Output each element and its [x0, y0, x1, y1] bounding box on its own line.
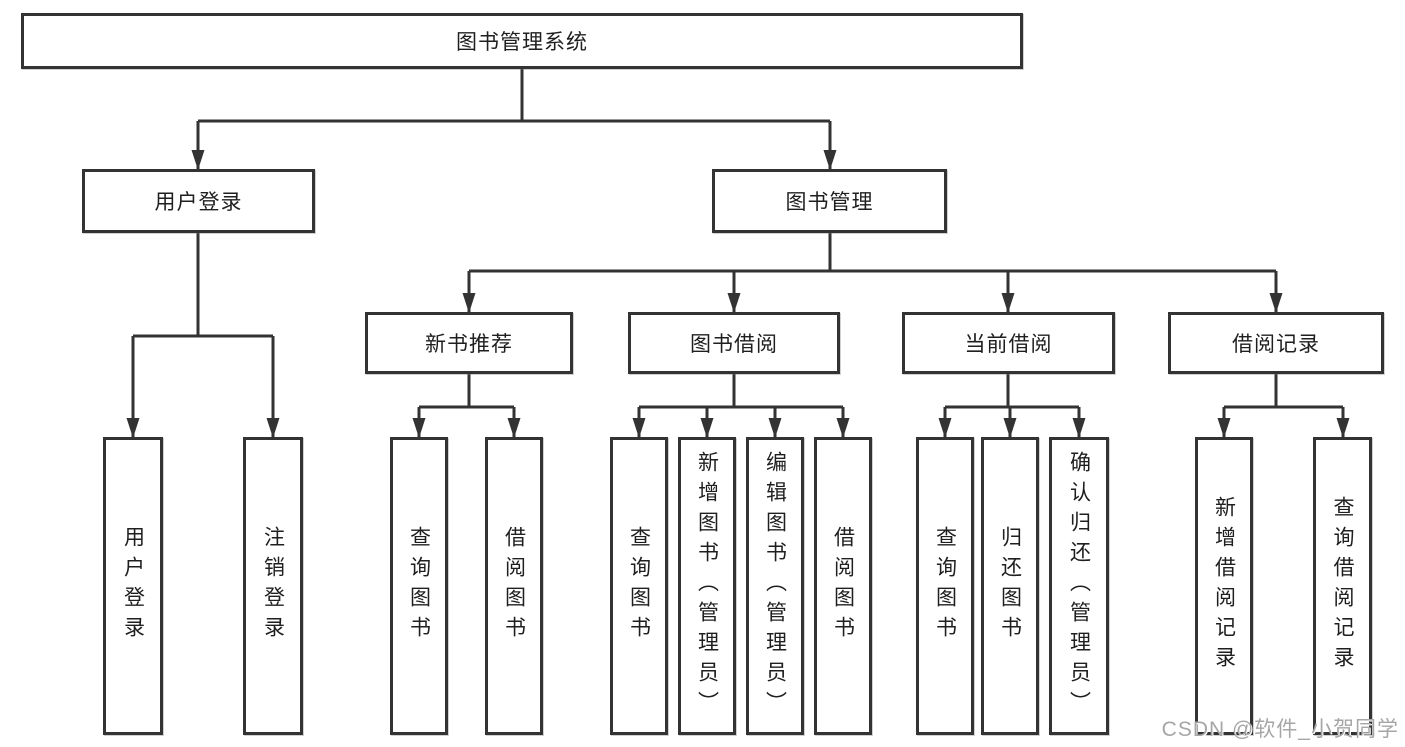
node-label: 查询图书 — [627, 526, 651, 646]
node-label: 用户登录 — [154, 191, 243, 214]
leaf-logout: 注销登录 — [243, 437, 303, 735]
node-label: 借阅图书 — [502, 526, 526, 646]
leaf-edit-books-admin: 编辑图书（管理员） — [746, 437, 804, 735]
node-new-book-recommendation: 新书推荐 — [365, 312, 573, 374]
node-label: 借阅记录 — [1232, 333, 1320, 356]
leaf-add-borrowing-record: 新增借阅记录 — [1195, 437, 1253, 735]
node-book-management-branch: 图书管理 — [712, 169, 947, 233]
node-label: 确认归还（管理员） — [1067, 451, 1091, 721]
node-label: 注销登录 — [261, 526, 285, 646]
node-label: 查询借阅记录 — [1331, 496, 1354, 676]
node-label: 用户登录 — [121, 526, 145, 646]
node-label: 编辑图书（管理员） — [763, 451, 787, 721]
node-label: 查询图书 — [933, 526, 957, 646]
leaf-query-borrowing-record: 查询借阅记录 — [1313, 437, 1372, 735]
leaf-confirm-return-admin: 确认归还（管理员） — [1049, 437, 1109, 735]
leaf-query-books-current: 查询图书 — [916, 437, 974, 735]
node-label: 当前借阅 — [964, 333, 1053, 356]
node-label: 借阅图书 — [831, 526, 855, 646]
node-label: 归还图书 — [998, 526, 1022, 646]
leaf-borrow-books-recommendation: 借阅图书 — [485, 437, 543, 735]
node-label: 图书借阅 — [690, 333, 778, 356]
node-system-root: 图书管理系统 — [21, 13, 1023, 69]
node-label: 新增图书（管理员） — [695, 451, 719, 721]
node-book-borrowing: 图书借阅 — [628, 312, 840, 374]
node-current-borrowing: 当前借阅 — [902, 312, 1115, 374]
csdn-watermark: CSDN @软件_小贺同学 — [1161, 718, 1399, 741]
node-label: 查询图书 — [407, 526, 431, 646]
leaf-query-books-recommendation: 查询图书 — [390, 437, 448, 735]
leaf-query-books-borrowing: 查询图书 — [610, 437, 668, 735]
leaf-user-login: 用户登录 — [103, 437, 163, 735]
node-label: 新书推荐 — [425, 333, 513, 356]
leaf-borrow-books: 借阅图书 — [814, 437, 872, 735]
node-borrowing-records: 借阅记录 — [1168, 312, 1384, 374]
leaf-return-books: 归还图书 — [981, 437, 1039, 735]
node-label: 新增借阅记录 — [1212, 496, 1236, 676]
leaf-add-books-admin: 新增图书（管理员） — [678, 437, 736, 735]
node-label: 图书管理 — [785, 191, 874, 214]
node-label: 图书管理系统 — [456, 31, 588, 54]
node-user-login-branch: 用户登录 — [82, 169, 315, 233]
